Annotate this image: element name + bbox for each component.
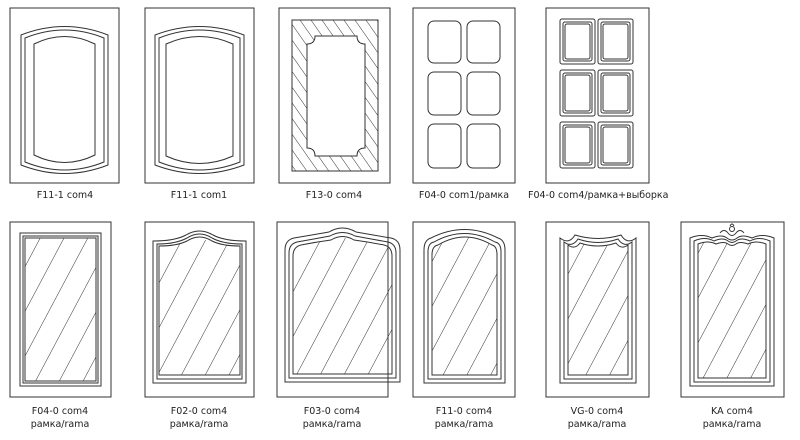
caption-line-2: рамка/rama <box>702 419 762 430</box>
caption-line-1: F03-0 com4 <box>303 406 361 417</box>
caption-line-1: F04-0 com1/рамка <box>418 190 510 201</box>
caption-line-1: F11-1 com1 <box>170 190 228 201</box>
caption-f11-0-com4: F11-0 com4 рамка/rama <box>418 405 510 431</box>
caption-line-2: рамка/rama <box>567 419 627 430</box>
caption-f04-0-com4-ramka-vyborka: F04-0 com4/рамка+выборка <box>528 189 668 202</box>
caption-line-2: рамка/rama <box>434 419 494 430</box>
caption-f13-0-com4: F13-0 com4 <box>288 189 380 202</box>
caption-f04-0-com4-ramka-rama: F04-0 com4 рамка/rama <box>14 405 106 431</box>
caption-line-2: рамка/rama <box>169 419 229 430</box>
caption-f03-0-com4: F03-0 com4 рамка/rama <box>286 405 378 431</box>
caption-line-1: F04-0 com4/рамка+выборка <box>528 190 669 201</box>
caption-line-2: рамка/rama <box>302 419 362 430</box>
caption-line-1: KA com4 <box>711 406 753 417</box>
caption-f04-0-com1-ramka: F04-0 com1/рамка <box>414 189 514 202</box>
caption-line-1: VG-0 com4 <box>570 406 624 417</box>
caption-line-1: F02-0 com4 <box>170 406 228 417</box>
caption-line-1: F04-0 com4 <box>31 406 89 417</box>
caption-f11-1-com4: F11-1 com4 <box>19 189 111 202</box>
caption-vg-0-com4: VG-0 com4 рамка/rama <box>551 405 643 431</box>
caption-f02-0-com4: F02-0 com4 рамка/rama <box>153 405 245 431</box>
caption-ka-com4: KA com4 рамка/rama <box>686 405 778 431</box>
caption-line-1: F13-0 com4 <box>305 190 363 201</box>
caption-line-2: рамка/rama <box>30 419 90 430</box>
caption-f11-1-com1: F11-1 com1 <box>153 189 245 202</box>
caption-line-1: F11-0 com4 <box>435 406 493 417</box>
caption-line-1: F11-1 com4 <box>36 190 94 201</box>
